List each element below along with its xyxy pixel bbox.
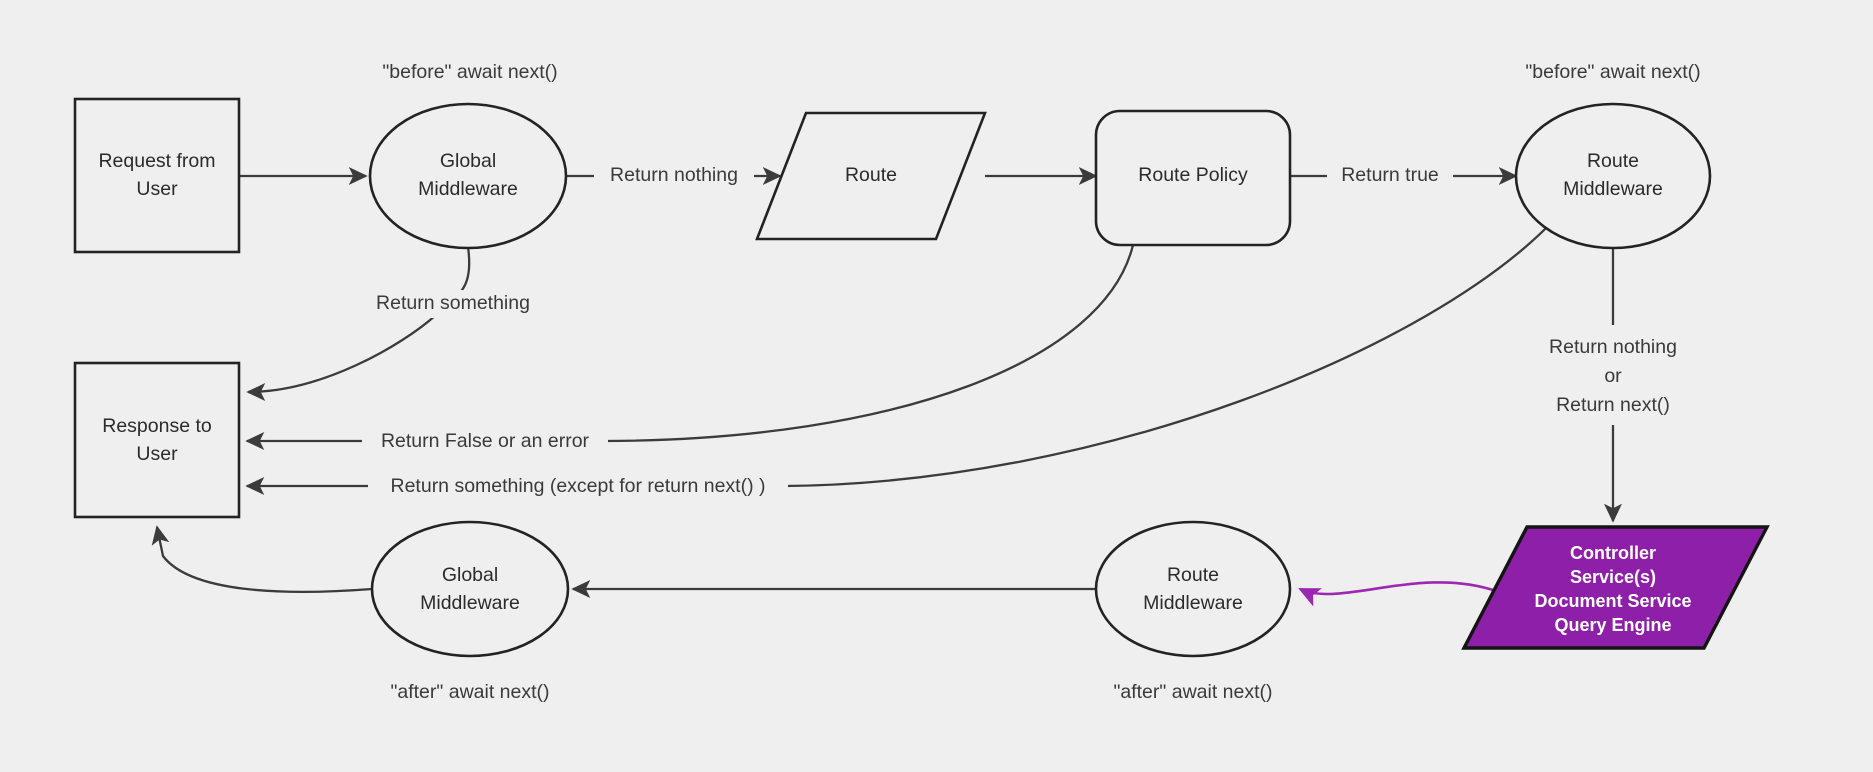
- request-from-user-line2: User: [136, 178, 178, 200]
- route-label: Route: [845, 164, 897, 186]
- svg-text:Return next(): Return next(): [1556, 394, 1670, 416]
- route-policy-label: Route Policy: [1138, 164, 1248, 186]
- global-middleware-bottom-line1: Global: [442, 564, 498, 586]
- route-middleware-bottom-line2: Middleware: [1143, 592, 1243, 614]
- controller-line2: Service(s): [1570, 567, 1656, 587]
- edge-rm-return-something-curve: [785, 219, 1555, 488]
- edge-label-return-something: Return something: [364, 290, 542, 318]
- annotation-after-await-next-route: "after" await next(): [1113, 681, 1272, 703]
- node-request-from-user[interactable]: Request from User: [73, 97, 241, 254]
- node-route-middleware-bottom[interactable]: Route Middleware: [1094, 520, 1292, 658]
- edge-policy-return-false-curve: [604, 244, 1135, 443]
- annotation-after-await-next-global: "after" await next(): [390, 681, 549, 703]
- svg-text:Return true: Return true: [1341, 164, 1439, 186]
- svg-text:or: or: [1604, 365, 1622, 387]
- node-route-middleware-top[interactable]: Route Middleware: [1514, 102, 1712, 250]
- annotation-before-await-next-global: "before" await next(): [382, 61, 557, 83]
- route-middleware-bottom-line1: Route: [1167, 564, 1219, 586]
- node-global-middleware-bottom[interactable]: Global Middleware: [370, 520, 570, 658]
- node-route-policy[interactable]: Route Policy: [1094, 109, 1292, 247]
- node-route[interactable]: Route: [755, 111, 987, 241]
- route-middleware-top-line2: Middleware: [1563, 178, 1663, 200]
- request-from-user-line1: Request from: [98, 150, 215, 172]
- svg-text:Return nothing: Return nothing: [610, 164, 738, 186]
- controller-line4: Query Engine: [1554, 615, 1671, 635]
- controller-line1: Controller: [1570, 543, 1656, 563]
- node-controller-services[interactable]: Controller Service(s) Document Service Q…: [1461, 525, 1770, 650]
- edge-global-return-something-lower: [246, 314, 437, 401]
- edge-label-return-nothing: Return nothing: [594, 163, 754, 189]
- controller-line3: Document Service: [1534, 591, 1691, 611]
- global-middleware-top-line2: Middleware: [418, 178, 518, 200]
- response-to-user-line2: User: [136, 443, 178, 465]
- edge-controller-to-route-middleware: [1298, 581, 1497, 607]
- svg-text:Return nothing: Return nothing: [1549, 336, 1677, 358]
- edge-label-return-false-or-error: Return False or an error: [362, 428, 608, 456]
- svg-text:Return False or an error: Return False or an error: [381, 430, 590, 452]
- svg-text:Return something: Return something: [376, 292, 530, 314]
- global-middleware-top-line1: Global: [440, 150, 496, 172]
- edge-label-return-nothing-or-next: Return nothing or Return next(): [1518, 330, 1710, 422]
- global-middleware-bottom-line2: Middleware: [420, 592, 520, 614]
- edge-global-mw-bottom-to-response: [151, 525, 373, 594]
- edge-label-return-something-except: Return something (except for return next…: [368, 473, 788, 501]
- route-middleware-top-line1: Route: [1587, 150, 1639, 172]
- svg-text:Return something (except for r: Return something (except for return next…: [391, 475, 766, 497]
- edge-label-return-true: Return true: [1327, 163, 1453, 189]
- node-response-to-user[interactable]: Response to User: [73, 361, 241, 519]
- response-to-user-line1: Response to: [102, 415, 212, 437]
- annotation-before-await-next-route: "before" await next(): [1525, 61, 1700, 83]
- node-global-middleware-top[interactable]: Global Middleware: [368, 102, 568, 250]
